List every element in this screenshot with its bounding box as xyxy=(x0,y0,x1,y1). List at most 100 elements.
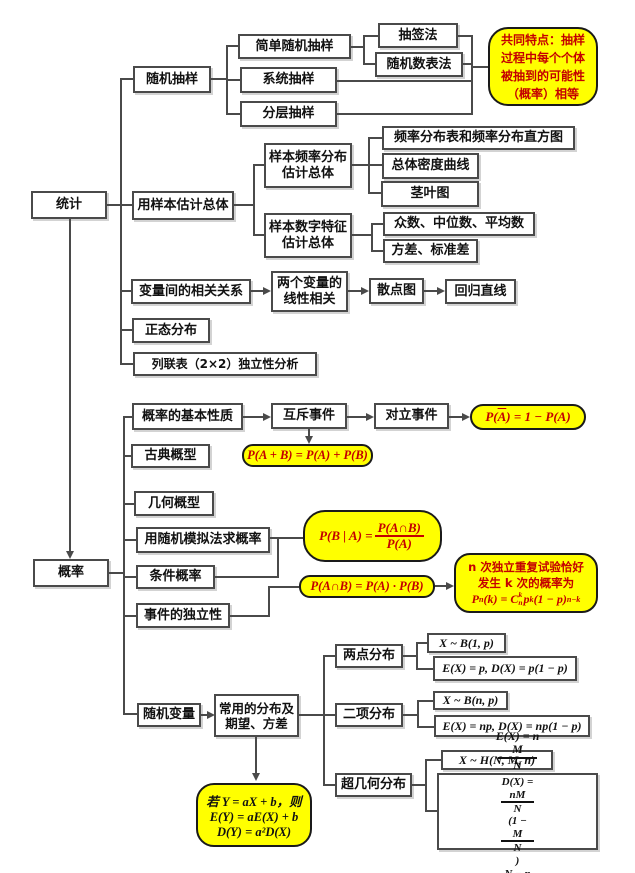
connector-line xyxy=(226,45,238,47)
connector-line xyxy=(348,290,362,292)
connector-line xyxy=(416,642,418,669)
lottery-method-node: 抽签法 xyxy=(378,23,458,48)
connector-line xyxy=(253,164,255,235)
two-point-dist-label: 两点分布 xyxy=(342,648,395,664)
formula-part: N − n xyxy=(501,868,533,873)
connector-line xyxy=(255,737,257,774)
lottery-method-label: 抽签法 xyxy=(398,27,438,43)
connector-line xyxy=(337,113,471,115)
correlation-node: 变量间的相关关系 xyxy=(131,279,251,304)
independence-node: 事件的独立性 xyxy=(136,603,230,628)
formula-part: P(A∩B) xyxy=(374,520,424,537)
formula-part: N xyxy=(513,803,522,816)
scatter-plot-label: 散点图 xyxy=(376,283,416,299)
distributions-label: 常用的分布及 xyxy=(218,700,294,716)
complementary-event-node: 对立事件 xyxy=(374,403,449,429)
connector-line xyxy=(403,714,417,716)
connector-line xyxy=(120,204,132,206)
connector-line xyxy=(347,416,366,418)
stem-leaf-label: 茎叶图 xyxy=(410,186,450,202)
random-sampling-label: 随机抽样 xyxy=(145,71,198,87)
statistics-label: 统计 xyxy=(55,197,82,213)
connector-line xyxy=(270,537,303,539)
arrowhead xyxy=(366,413,374,421)
random-number-table-label: 随机数表法 xyxy=(386,56,452,72)
connector-line xyxy=(211,78,226,80)
connector-line xyxy=(352,164,368,166)
formula-part: k xyxy=(529,594,534,604)
contingency-table-label: 列联表（2×2）独立性分析 xyxy=(151,356,299,371)
classical-model-node: 古典概型 xyxy=(131,444,210,468)
connector-line xyxy=(107,204,120,206)
stratified-sampling-label: 分层抽样 xyxy=(262,106,315,122)
two-var-linear-label: 线性相关 xyxy=(283,291,336,307)
connector-line xyxy=(234,204,253,206)
formula-part: P(A + B) = P(A) + P(B) xyxy=(247,448,368,462)
connector-line xyxy=(268,586,270,617)
linear-transform-bubble: 若 Y = aX + b，则 E(Y) = aE(X) + b D(Y) = a… xyxy=(196,783,312,847)
note-line: 过程中每个个体 xyxy=(500,50,585,65)
simulation-method-node: 用随机模拟法求概率 xyxy=(136,527,270,553)
formula-part: X ~ H(N, M, n) xyxy=(458,752,536,767)
connector-line xyxy=(268,586,299,588)
arrowhead xyxy=(437,287,445,295)
numeric-features-label: 样本数字特征 xyxy=(268,219,347,235)
formula-part: N xyxy=(513,757,522,772)
connector-line xyxy=(368,164,382,166)
note-line: 发生 k 次的概率为 xyxy=(477,576,575,591)
multiplication-formula-bubble: P(A∩B) = P(A) · P(B) xyxy=(299,575,435,598)
connector-line xyxy=(323,655,335,657)
connector-line xyxy=(123,416,132,418)
two-point-ev-box: E(X) = p, D(X) = p(1 − p) xyxy=(433,656,577,681)
connector-line xyxy=(425,759,441,761)
connector-line xyxy=(120,79,122,365)
simulation-method-label: 用随机模拟法求概率 xyxy=(144,532,262,548)
connector-line xyxy=(230,615,270,617)
binomial-dist-node: 二项分布 xyxy=(335,703,403,727)
random-variable-node: 随机变量 xyxy=(137,703,201,727)
connector-line xyxy=(471,66,488,68)
arrowhead xyxy=(305,436,313,444)
connector-line xyxy=(69,219,71,551)
conditional-prob-node: 条件概率 xyxy=(136,565,215,589)
connector-line xyxy=(463,63,471,65)
formula-part: P( xyxy=(485,409,498,424)
formula-part: A xyxy=(497,409,507,424)
random-number-table-node: 随机数表法 xyxy=(375,52,463,77)
formula-part: (1 − p) xyxy=(533,591,567,606)
normal-dist-node: 正态分布 xyxy=(132,318,210,343)
connector-line xyxy=(352,234,371,236)
hypergeometric-dist-node: 超几何分布 xyxy=(335,773,412,797)
simple-random-sampling-label: 简单随机抽样 xyxy=(255,38,334,54)
connector-line xyxy=(363,63,375,65)
connector-line xyxy=(368,137,382,139)
connector-line xyxy=(109,572,123,574)
mutually-exclusive-label: 互斥事件 xyxy=(282,408,335,424)
connector-line xyxy=(417,700,419,727)
hypergeo-model-box: X ~ H(N, M, n) xyxy=(441,750,553,770)
formula-part: n xyxy=(518,598,523,607)
connector-line xyxy=(417,700,433,702)
freq-dist-estimate-label: 样本频率分布 xyxy=(268,149,347,165)
binomial-model-box: X ~ B(n, p) xyxy=(433,691,508,710)
connector-line xyxy=(337,80,471,82)
note-line: 被抽到的可能性 xyxy=(500,68,585,83)
connector-line xyxy=(323,784,335,786)
connector-line xyxy=(277,537,279,578)
binomial-dist-label: 二项分布 xyxy=(342,707,395,723)
freq-dist-estimate-node: 样本频率分布 估计总体 xyxy=(264,143,352,188)
distributions-label: 期望、方差 xyxy=(225,715,288,731)
formula-part: P(A) xyxy=(386,536,412,551)
connector-line xyxy=(253,164,264,166)
normal-dist-label: 正态分布 xyxy=(144,322,197,338)
addition-formula-bubble: P(A + B) = P(A) + P(B) xyxy=(242,444,373,467)
hypergeo-ev-box: E(X) = n MN D(X) = nMN(1 − MN) N − nN − … xyxy=(437,729,598,873)
hypergeometric-dist-label: 超几何分布 xyxy=(340,777,406,793)
connector-line xyxy=(371,223,373,252)
formula-part: ) = 1 − P(A) xyxy=(506,409,571,424)
formula-line: D(Y) = a²D(X) xyxy=(216,824,292,839)
two-point-model-box: X ~ B(1, p) xyxy=(427,633,506,653)
arrowhead xyxy=(361,287,369,295)
